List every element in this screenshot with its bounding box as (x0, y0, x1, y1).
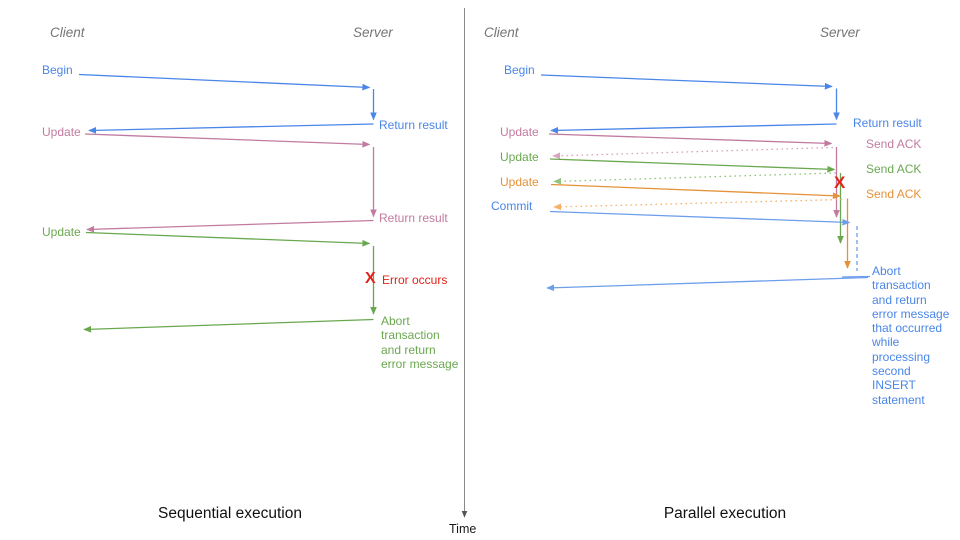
par-return-result-label: Return result (853, 116, 922, 130)
par-commit-label: Commit (491, 199, 533, 213)
par-abort-note: Abort transaction and return error messa… (872, 264, 950, 407)
seq-caption: Sequential execution (158, 505, 302, 522)
par-update-3-arrow (550, 183, 841, 200)
seq-error-occurs-label: Error occurs (382, 273, 448, 287)
seq-server-header: Server (353, 25, 393, 40)
par-caption: Parallel execution (663, 505, 787, 522)
par-ack-1-dotted (552, 146, 834, 160)
par-begin-label: Begin (504, 63, 535, 77)
seq-update-2-arrow (85, 231, 371, 247)
seq-abort-return-arrow (83, 318, 374, 333)
par-ack-2-dotted (553, 172, 837, 185)
par-begin-arrow (540, 74, 833, 90)
par-update-1-arrow (548, 133, 833, 147)
par-return-result-arrow (550, 123, 837, 134)
par-abort-return-arrow (546, 276, 869, 292)
seq-update-1-arrow (84, 133, 371, 148)
seq-abort-note: Abort transaction and return error messa… (381, 314, 459, 371)
par-abort-tick (841, 275, 871, 278)
seq-return-result-2-label: Return result (379, 211, 448, 225)
seq-client-header: Client (50, 25, 85, 40)
time-axis-label: Time (449, 522, 477, 536)
parallel-panel-lines (540, 74, 871, 292)
par-update-2-label: Update (500, 150, 539, 164)
sequential-panel-lines (78, 73, 377, 333)
par-server-header: Server (820, 25, 860, 40)
seq-begin-label: Begin (42, 63, 73, 77)
seq-return-result-1-label: Return result (379, 118, 448, 132)
par-update-1-label: Update (500, 125, 539, 139)
seq-begin-arrow (78, 73, 371, 91)
seq-update-1-label: Update (42, 125, 81, 139)
par-ack-3-label: Send ACK (866, 187, 922, 201)
par-commit-arrow (549, 210, 851, 226)
par-update-2-arrow (549, 158, 836, 173)
seq-update-2-label: Update (42, 225, 81, 239)
par-client-header: Client (484, 25, 519, 40)
par-error-x-icon: X (834, 173, 846, 192)
par-update-3-label: Update (500, 175, 539, 189)
par-ack-3-dotted (553, 198, 843, 211)
seq-error-x-icon: X (365, 270, 376, 287)
par-ack-1-label: Send ACK (866, 137, 922, 151)
seq-return-result-2-arrow (86, 219, 374, 233)
seq-return-result-1-arrow (88, 123, 374, 134)
par-ack-2-label: Send ACK (866, 162, 922, 176)
